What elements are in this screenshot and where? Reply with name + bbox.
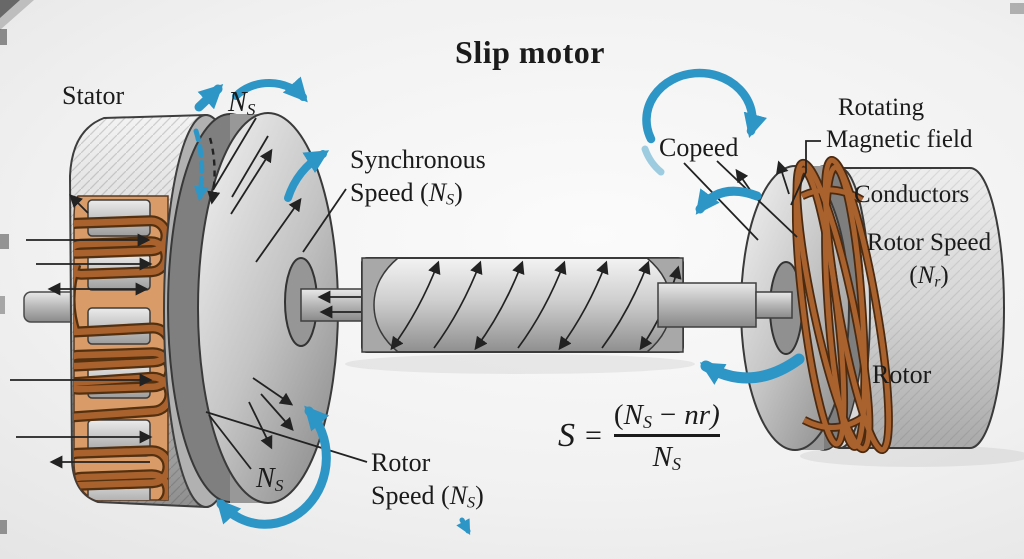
formula-lhs: S xyxy=(558,416,575,454)
formula-numerator: (NS−nr) xyxy=(614,398,720,432)
ns-top-base: N xyxy=(228,87,247,118)
rotation-arrow-ns-top xyxy=(232,76,308,103)
rotation-arrow-copeed-tail xyxy=(641,145,665,176)
synchronous-line2-pre: Speed ( xyxy=(350,178,429,207)
field-arrows-left xyxy=(10,233,153,469)
formula-den-sub: S xyxy=(672,453,681,474)
frame-edge-marks xyxy=(0,0,1024,534)
synchronous-line1: Synchronous xyxy=(350,145,486,174)
copeed-label: Copeed xyxy=(659,133,739,162)
formula-num-sub: S xyxy=(642,411,652,432)
field-arrow-up-left xyxy=(194,84,224,112)
magnetic-field-label: Magnetic field xyxy=(826,126,973,153)
rotating-label: Rotating xyxy=(838,94,925,121)
rotation-arrows xyxy=(193,68,805,535)
rotation-arrow-ns-bottom xyxy=(216,405,331,529)
rotor-speed-bottom-post: ) xyxy=(475,481,484,510)
rotor-windings xyxy=(791,155,893,455)
small-blue-tick xyxy=(456,517,471,535)
formula-num-var: N xyxy=(623,399,643,431)
rotor-speed-bottom-var: N xyxy=(449,481,468,510)
rotor-speed-right-var: N xyxy=(917,262,935,289)
formula-num-open: ( xyxy=(613,399,624,431)
ns-bottom-sub: S xyxy=(274,475,284,495)
rotor-speed-bottom-line2-pre: Speed ( xyxy=(371,481,450,510)
formula-denominator: NS xyxy=(653,440,681,474)
formula-num-tail: nr) xyxy=(684,399,720,431)
rotor-assembly-right xyxy=(657,155,1005,455)
rotor-speed-right-post: ) xyxy=(940,262,949,289)
rotor-speed-bottom-line1: Rotor xyxy=(371,448,431,477)
rotor-speed-right-label: Rotor Speed (Nr) xyxy=(845,226,1013,292)
skew-flux-lines xyxy=(390,260,682,351)
rotor-speed-bottom-sub: S xyxy=(467,494,476,512)
synchronous-speed-label: Synchronous Speed (NS) xyxy=(350,143,486,209)
formula-fraction: (NS−nr) NS xyxy=(613,398,720,474)
rotor-core xyxy=(361,257,684,353)
ns-label-bottom: NS xyxy=(256,462,283,495)
rotor-speed-right-pre: ( xyxy=(909,262,918,289)
ns-top-sub: S xyxy=(246,99,256,119)
ns-label-top: NS xyxy=(228,86,255,119)
field-arrow-to-sync xyxy=(284,150,330,202)
diagram-title: Slip motor xyxy=(455,34,605,70)
rotation-arrow-copeed xyxy=(642,68,767,144)
formula-minus: − xyxy=(659,399,677,431)
slip-formula: S = (NS−nr) NS xyxy=(558,398,720,474)
rotation-arrow-rotor-lower xyxy=(699,353,805,385)
rotor-speed-right-sub: r xyxy=(934,273,941,291)
rotor-label: Rotor xyxy=(872,360,932,389)
shaft-right xyxy=(657,282,793,328)
rotation-arrow-rotor-upper xyxy=(695,186,762,215)
ns-bottom-base: N xyxy=(256,463,275,494)
formula-equals: = xyxy=(585,418,602,452)
synchronous-sub: S xyxy=(446,191,455,209)
synchronous-post: ) xyxy=(454,178,463,207)
rotor-speed-right-line1: Rotor Speed xyxy=(866,229,992,256)
rotor-speed-bottom-label: Rotor Speed (NS) xyxy=(371,446,484,512)
stator-label: Stator xyxy=(62,81,125,110)
conductors-label: Conductors xyxy=(854,181,970,208)
flux-dashed-arrow xyxy=(193,128,209,202)
synchronous-var: N xyxy=(428,178,447,207)
formula-den-var: N xyxy=(652,440,672,473)
fraction-bar xyxy=(613,434,720,437)
